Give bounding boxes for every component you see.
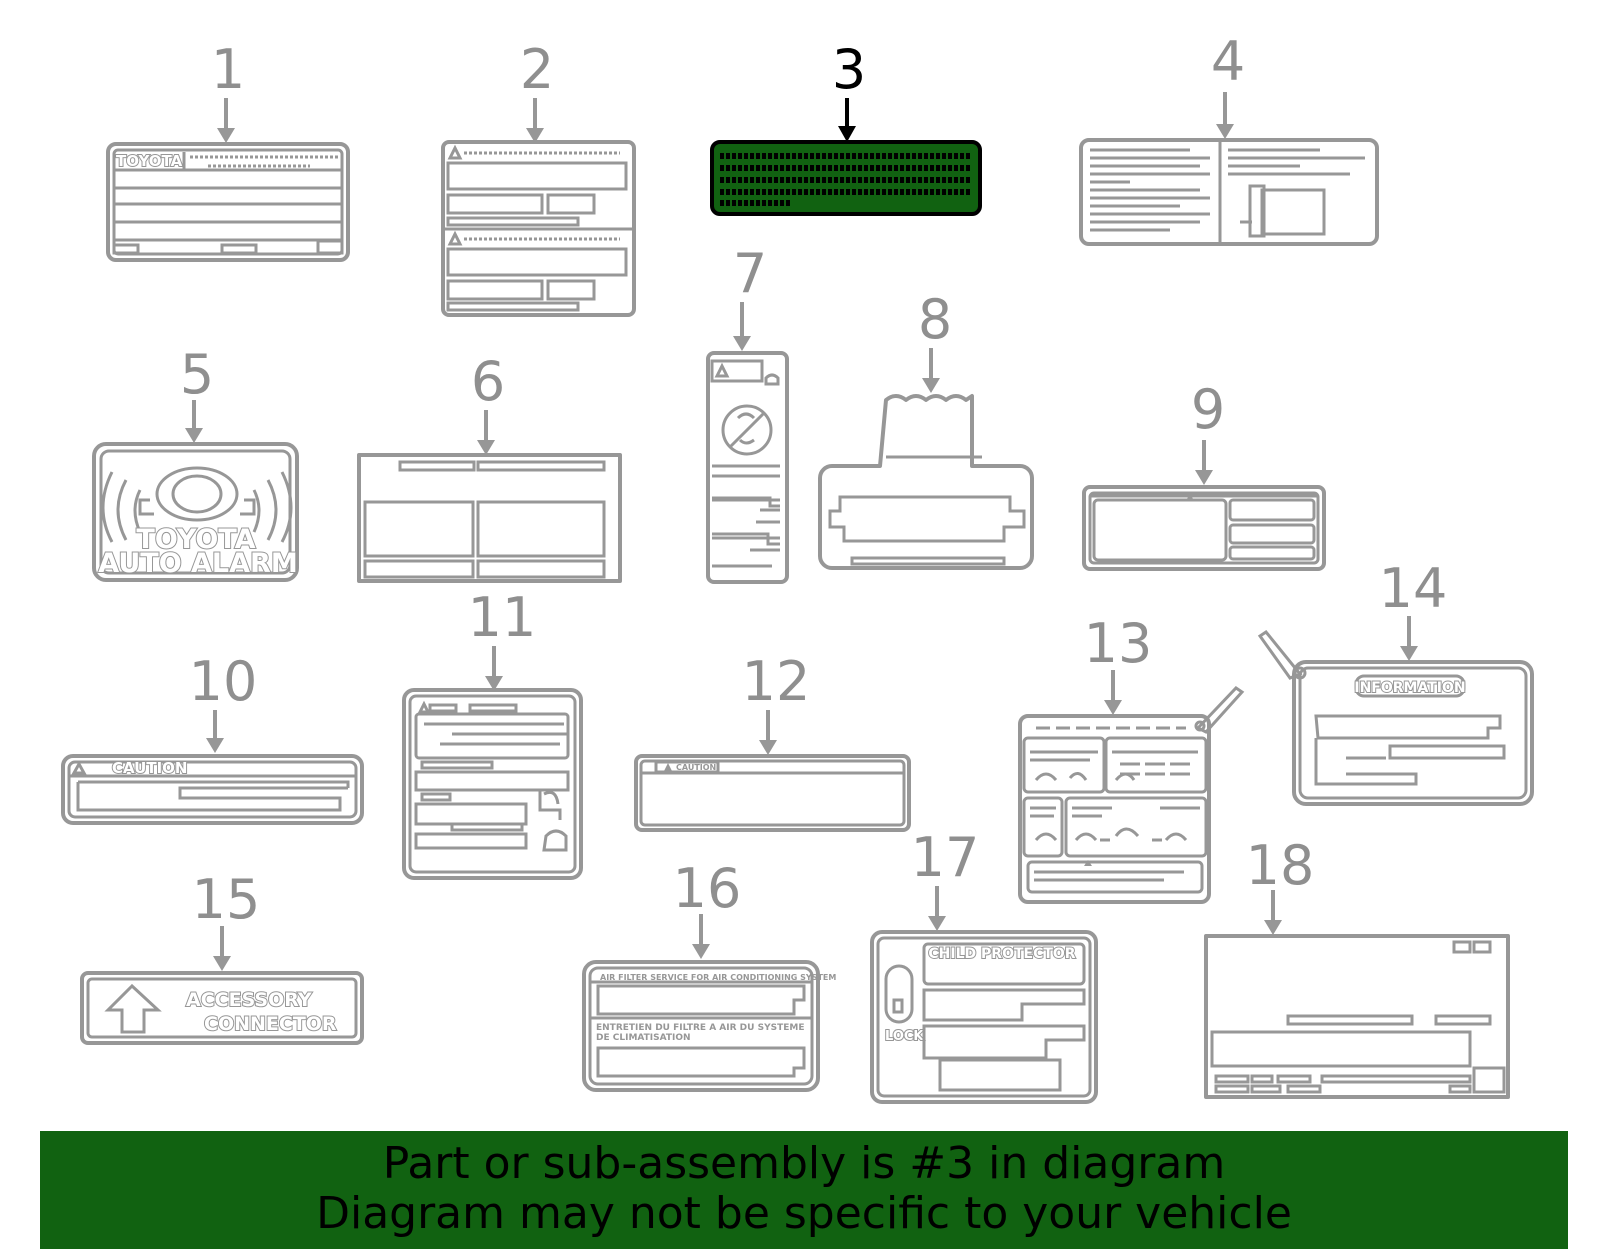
- callout-12[interactable]: 12: [742, 650, 811, 713]
- alarm-text-line2: AUTO ALARM: [98, 548, 297, 579]
- callout-4[interactable]: 4: [1211, 30, 1245, 93]
- part-13-label[interactable]: [1018, 686, 1245, 904]
- part-15-label[interactable]: ACCESSORY CONNECTOR: [80, 971, 364, 1045]
- part-3-label-highlighted[interactable]: [710, 140, 982, 216]
- callout-17[interactable]: 17: [911, 826, 980, 889]
- part-8-label[interactable]: [818, 394, 1034, 570]
- part-11-label[interactable]: [402, 688, 583, 880]
- callout-16[interactable]: 16: [673, 857, 742, 920]
- banner-line-2: Diagram may not be specific to your vehi…: [316, 1188, 1292, 1239]
- part-1-label[interactable]: TOYOTA: [106, 142, 350, 262]
- callout-3[interactable]: 3: [832, 38, 866, 101]
- part-17-label[interactable]: CHILD PROTECTOR LOCK: [870, 930, 1098, 1104]
- caution-small-text: CAUTION: [676, 763, 716, 772]
- toyota-text: TOYOTA: [116, 152, 183, 170]
- banner-line-1: Part or sub-assembly is #3 in diagram: [382, 1138, 1226, 1189]
- part-6-label[interactable]: [357, 453, 622, 583]
- callout-6[interactable]: 6: [471, 350, 505, 413]
- callout-arrows: [185, 92, 1418, 971]
- caution-text: CAUTION: [112, 759, 187, 777]
- information-text: INFORMATION: [1354, 680, 1465, 696]
- callout-1[interactable]: 1: [211, 38, 245, 101]
- callout-14[interactable]: 14: [1379, 557, 1448, 620]
- part-16-label[interactable]: AIR FILTER SERVICE FOR AIR CONDITIONING …: [582, 960, 836, 1092]
- callout-18[interactable]: 18: [1246, 834, 1315, 897]
- part-10-label[interactable]: CAUTION: [61, 754, 364, 825]
- callout-13[interactable]: 13: [1084, 612, 1153, 675]
- part-7-label[interactable]: [706, 351, 789, 584]
- callout-2[interactable]: 2: [520, 38, 554, 101]
- child-protector-text: CHILD PROTECTOR: [928, 946, 1075, 962]
- lock-text: LOCK: [885, 1029, 924, 1044]
- callout-9[interactable]: 9: [1191, 378, 1225, 441]
- part-2-label[interactable]: [441, 140, 636, 317]
- air-filter-fr-text-line1: ENTRETIEN DU FILTRE A AIR DU SYSTEME: [596, 1023, 804, 1033]
- callout-7[interactable]: 7: [733, 242, 767, 305]
- accessory-text-line2: CONNECTOR: [204, 1013, 337, 1035]
- callout-10[interactable]: 10: [189, 650, 258, 713]
- alarm-text-line1: TOYOTA: [136, 524, 255, 555]
- part-5-label[interactable]: TOYOTA AUTO ALARM: [92, 442, 299, 582]
- part-9-label[interactable]: [1082, 485, 1326, 571]
- part-14-label[interactable]: INFORMATION: [1257, 629, 1534, 806]
- info-banner: Part or sub-assembly is #3 in diagram Di…: [40, 1131, 1568, 1249]
- callout-11[interactable]: 11: [468, 586, 537, 649]
- part-4-label[interactable]: [1079, 138, 1379, 246]
- air-filter-en-text: AIR FILTER SERVICE FOR AIR CONDITIONING …: [600, 973, 836, 982]
- callout-5[interactable]: 5: [180, 343, 214, 406]
- air-filter-fr-text-line2: DE CLIMATISATION: [596, 1033, 691, 1043]
- callout-8[interactable]: 8: [918, 288, 952, 351]
- accessory-text-line1: ACCESSORY: [186, 989, 312, 1011]
- callout-15[interactable]: 15: [192, 868, 261, 931]
- part-12-label[interactable]: CAUTION: [634, 754, 911, 832]
- part-18-label[interactable]: [1204, 934, 1510, 1099]
